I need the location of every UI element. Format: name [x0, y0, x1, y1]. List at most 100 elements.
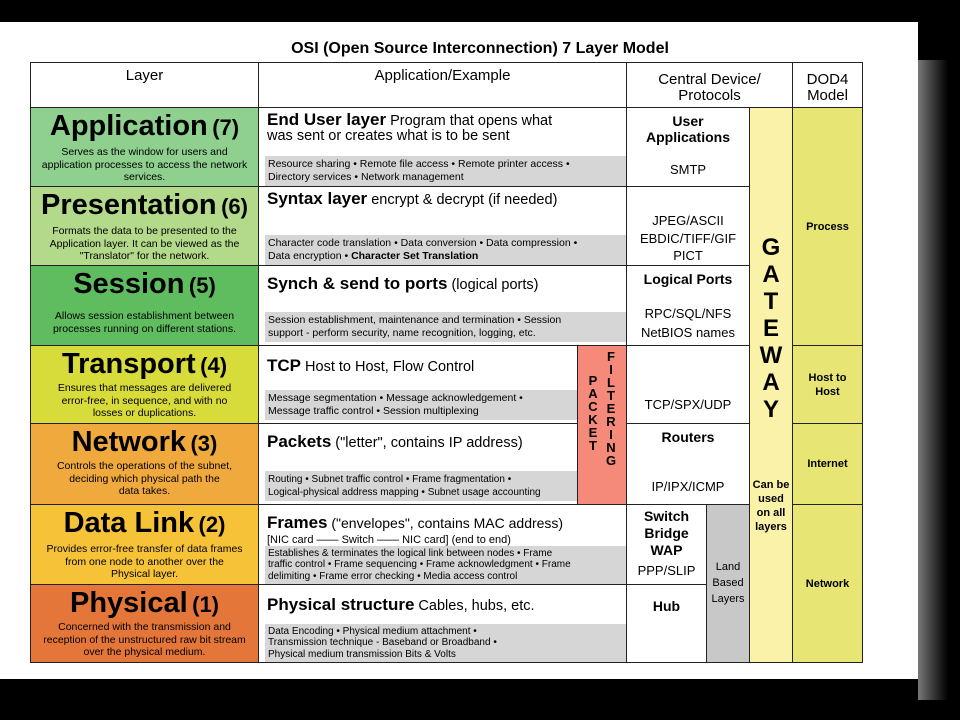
layer-title: Physical	[69, 587, 188, 619]
app-detail-physical: Data Encoding • Physical medium attachme…	[265, 623, 626, 662]
detail-line: Resource sharing • Remote file access • …	[268, 158, 570, 170]
packet-letter: K	[588, 412, 598, 427]
app-detail-datalink: Establishes & terminates the logical lin…	[265, 545, 626, 584]
desc-line: over the physical medium.	[83, 646, 206, 658]
app-detail-presentation: Character code translation • Data conver…	[265, 235, 626, 265]
desc-line: losses or duplications.	[92, 407, 197, 419]
central-pres-line: JPEG/ASCII	[652, 213, 724, 228]
desc-line: services.	[123, 171, 166, 183]
central-pres-line: EBDIC/TIFF/GIF	[639, 231, 737, 246]
gateway-note-line: layers	[755, 521, 787, 533]
gateway-letter: Y	[762, 396, 779, 423]
header-dod-line1: DOD4	[806, 70, 849, 88]
app-title-bold: Frames	[267, 513, 328, 532]
detail-line: Logical-physical address mapping • Subne…	[268, 487, 541, 498]
gateway-letter: A	[762, 261, 780, 288]
app-title-datalink: Frames ("envelopes", contains MAC addres…	[267, 513, 622, 548]
app-detail-session: Session establishment, maintenance and t…	[265, 312, 626, 342]
central-cell-network: Routers IP/IPX/ICMP	[626, 423, 750, 505]
central-cell-datalink: Switch Bridge WAP PPP/SLIP	[626, 504, 707, 585]
central-app-bold2: Applications	[645, 129, 730, 145]
diagram-title: OSI (Open Source Interconnection) 7 Laye…	[291, 40, 669, 57]
central-sess-line: NetBIOS names	[641, 325, 735, 340]
app-cell-network: Packets ("letter", contains IP address) …	[258, 423, 578, 505]
app-title-transport: TCP Host to Host, Flow Control	[267, 357, 573, 375]
app-detail-application: Resource sharing • Remote file access • …	[265, 156, 626, 186]
dod-process-text: Process	[806, 220, 849, 233]
detail-line: Data Encoding • Physical medium attachme…	[268, 625, 477, 637]
header-central: Central Device/Protocols	[626, 62, 793, 108]
gateway-letter: W	[759, 342, 783, 369]
layer-number: (5)	[188, 273, 216, 298]
packet-letter: A	[588, 386, 598, 401]
desc-line: data takes.	[118, 485, 171, 497]
filtering-word: F I L T E R I N G	[604, 350, 618, 467]
layer-title: Transport	[61, 348, 196, 380]
layer-name-network: Network (3)	[31, 426, 258, 459]
dod-network-text: Network	[805, 577, 850, 590]
land-based-layers: Land Based Layers	[706, 504, 750, 663]
central-cell-application: User Applications SMTP	[626, 107, 750, 187]
desc-line: Serves as the window for users and	[61, 146, 228, 158]
central-sess-line: RPC/SQL/NFS	[644, 306, 732, 321]
layer-desc-datalink: Provides error-free transfer of data fra…	[31, 543, 258, 581]
gateway-letters: G A T E W A Y	[750, 234, 792, 423]
central-transport-proto: TCP/SPX/UDP	[644, 397, 732, 412]
desc-line: Controls the operations of the subnet,	[56, 460, 233, 472]
dod-host-line: Host	[815, 385, 840, 398]
gateway-column: G A T E W A Y Can be used on all layers	[749, 107, 793, 663]
detail-line: delimiting • Frame error checking • Medi…	[268, 570, 518, 582]
central-app-bold1: User	[672, 113, 704, 129]
layer-title: Session	[73, 268, 185, 300]
central-phys-bold: Hub	[652, 598, 681, 614]
desc-line: Ensures that messages are delivered	[57, 382, 232, 394]
central-dl-bold: WAP	[650, 542, 683, 558]
detail-text: Data encryption •	[268, 250, 352, 262]
detail-line: Establishes & terminates the logical lin…	[268, 547, 553, 559]
detail-line: Message segmentation • Message acknowled…	[268, 392, 523, 404]
central-dl-bold: Bridge	[644, 525, 689, 541]
detail-line-2: Data encryption • Character Set Translat…	[268, 250, 623, 263]
app-cell-transport: TCP Host to Host, Flow Control Message s…	[258, 345, 578, 424]
desc-line: Formats the data to be presented to the	[52, 225, 237, 237]
detail-line: Directory services • Network management	[268, 171, 464, 183]
gateway-letter: A	[762, 369, 780, 396]
layer-cell-transport: Transport (4) Ensures that messages are …	[30, 345, 259, 424]
central-cell-physical: Hub	[626, 584, 707, 663]
filtering-letter: T	[607, 388, 615, 403]
filtering-letter: G	[605, 453, 617, 468]
app-title-physical: Physical structure Cables, hubs, etc.	[267, 596, 622, 614]
layer-number: (2)	[198, 512, 226, 537]
filtering-letter: E	[606, 401, 616, 416]
app-title-rest: Host to Host, Flow Control	[301, 359, 475, 375]
dod-internet-text: Internet	[807, 458, 848, 470]
land-line: Land	[715, 561, 741, 573]
layer-number: (4)	[200, 353, 228, 378]
layer-cell-session: Session (5) Allows session establishment…	[30, 265, 259, 346]
detail-line: Message traffic control • Session multip…	[268, 405, 479, 417]
central-app-proto: SMTP	[669, 162, 707, 177]
layer-name-presentation: Presentation (6)	[31, 189, 258, 222]
app-title-line2: [NIC card —— Switch —— NIC card] (end to…	[267, 534, 511, 546]
header-central-line1: Central Device/	[658, 70, 761, 88]
detail-line: Physical medium transmission Bits & Volt…	[268, 648, 456, 660]
central-cell-presentation: JPEG/ASCII EBDIC/TIFF/GIF PICT	[626, 186, 750, 266]
desc-line: application processes to access the netw…	[41, 158, 248, 171]
dod-network: Network	[792, 504, 863, 663]
desc-line: "Translator" for the network.	[79, 250, 210, 262]
page-shadow	[918, 60, 948, 700]
layer-name-application: Application (7)	[31, 110, 258, 143]
layer-title: Application	[49, 110, 208, 142]
app-cell-session: Synch & send to ports (logical ports) Se…	[258, 265, 627, 346]
central-cell-transport: TCP/SPX/UDP	[626, 345, 750, 424]
central-net-bold: Routers	[661, 429, 715, 445]
app-title-bold: Synch & send to ports	[267, 274, 448, 293]
dod-host-line: Host to	[808, 371, 847, 384]
packet-filtering-box: P A C K E T F I L T E R I N G	[577, 345, 627, 505]
app-title-rest: Cables, hubs, etc.	[414, 598, 535, 614]
central-dl-proto: PPP/SLIP	[637, 563, 696, 578]
filtering-letter: N	[606, 440, 616, 455]
